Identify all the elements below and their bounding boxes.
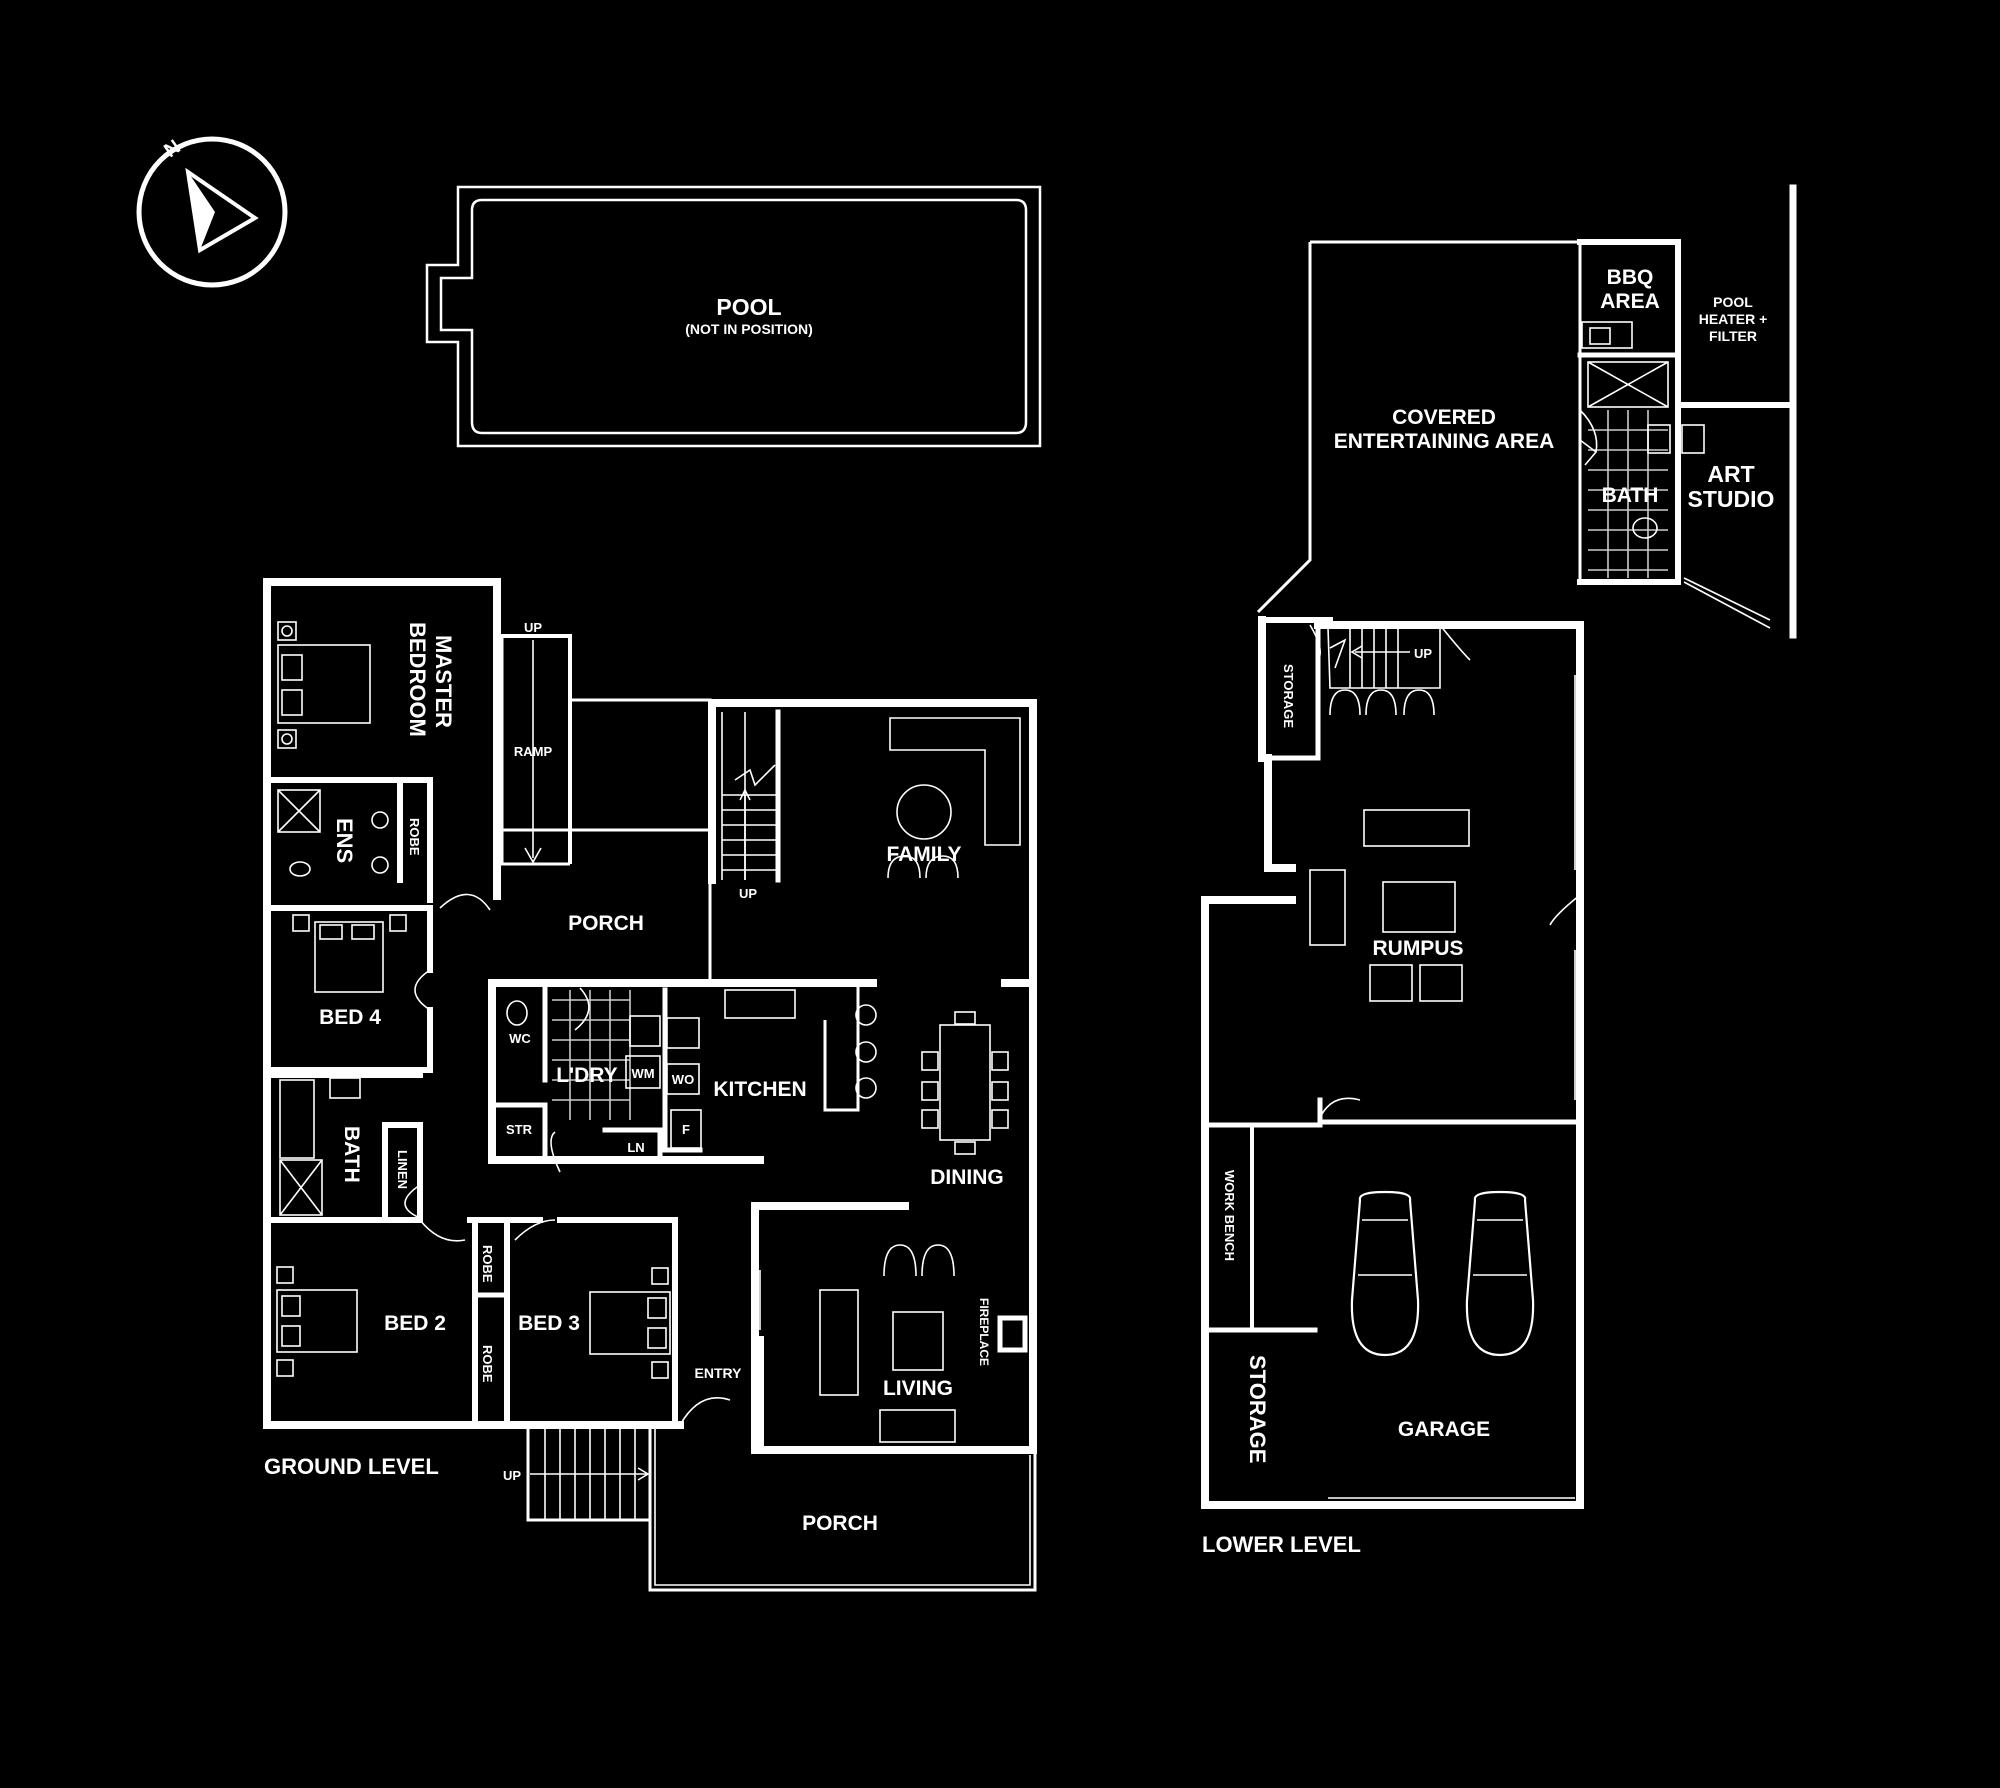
garage-label: GARAGE <box>1398 1418 1490 1441</box>
bbq-label-1: BBQ <box>1607 266 1654 289</box>
wm-label: WM <box>631 1066 654 1081</box>
bath-label: BATH <box>340 1126 363 1183</box>
ground-level-title: GROUND LEVEL <box>264 1454 439 1479</box>
art-label-1: ART <box>1707 461 1754 487</box>
rumpus-label: RUMPUS <box>1372 937 1463 960</box>
kitchen-label: KITCHEN <box>713 1078 806 1101</box>
ens-label: ENS <box>332 818 357 863</box>
living-label: LIVING <box>883 1377 953 1400</box>
lower-level-title: LOWER LEVEL <box>1202 1532 1361 1557</box>
covered-label-1: COVERED <box>1392 406 1496 429</box>
ground-level-walls <box>263 578 1037 1592</box>
laundry-label: L'DRY <box>556 1064 617 1087</box>
ramp-label: RAMP <box>514 744 553 759</box>
robe-master-label: ROBE <box>407 818 422 856</box>
lower-bath-label: BATH <box>1602 484 1659 507</box>
ground-level-furniture <box>276 621 1021 1443</box>
wc-label: WC <box>509 1031 531 1046</box>
fireplace-label: FIREPLACE <box>977 1298 991 1366</box>
car-icon <box>1350 1190 1420 1357</box>
dining-label: DINING <box>930 1166 1004 1189</box>
car-icon <box>1465 1190 1535 1357</box>
master-bedroom-label-2: BEDROOM <box>405 622 430 737</box>
covered-label-2: ENTERTAINING AREA <box>1334 430 1555 453</box>
robe-bed2-label: ROBE <box>480 1245 495 1283</box>
pool-heater-label-3: FILTER <box>1709 328 1757 344</box>
porch-top-label: PORCH <box>568 912 644 935</box>
porch-front-label: PORCH <box>802 1512 878 1535</box>
master-bedroom-label-1: MASTER <box>431 635 456 728</box>
lower-storage-label: STORAGE <box>1245 1355 1270 1463</box>
family-label: FAMILY <box>886 843 961 866</box>
pool-heater-label-1: POOL <box>1713 294 1753 310</box>
up-front-label: UP <box>503 1468 521 1483</box>
compass-ring <box>136 136 288 288</box>
lower-up-label: UP <box>1414 646 1432 661</box>
bed4-label: BED 4 <box>319 1006 381 1029</box>
ground-level-labels: MASTER BEDROOM ENS ROBE BED 4 BATH LINEN… <box>264 620 1004 1535</box>
north-arrow-fill-icon <box>188 172 215 250</box>
up-stair-label: UP <box>739 886 757 901</box>
storage-small-label: STORAGE <box>1281 664 1296 728</box>
str-label: STR <box>506 1122 533 1137</box>
lower-level-walls <box>1201 184 1797 1509</box>
ln-label: LN <box>627 1140 644 1155</box>
work-bench-label: WORK BENCH <box>1222 1170 1237 1261</box>
bed3-label: BED 3 <box>518 1312 580 1335</box>
bbq-label-2: AREA <box>1600 290 1660 313</box>
bed2-label: BED 2 <box>384 1312 446 1335</box>
lower-level-labels: COVERED ENTERTAINING AREA BBQ AREA POOL … <box>1202 266 1774 1557</box>
entry-label: ENTRY <box>695 1365 743 1381</box>
lower-level-furniture <box>1309 321 1705 1357</box>
art-label-2: STUDIO <box>1688 486 1775 512</box>
pool-label: POOL <box>716 294 781 320</box>
wo-label: WO <box>672 1072 694 1087</box>
pool-note: (NOT IN POSITION) <box>685 321 813 337</box>
robe-bed3-label: ROBE <box>480 1345 495 1383</box>
linen-label: LINEN <box>395 1150 410 1189</box>
pool: POOL (NOT IN POSITION) <box>425 185 1042 448</box>
up-ramp-label: UP <box>524 620 542 635</box>
pool-heater-label-2: HEATER + <box>1699 311 1768 327</box>
fridge-label: F <box>682 1122 690 1137</box>
compass: N <box>136 136 288 288</box>
